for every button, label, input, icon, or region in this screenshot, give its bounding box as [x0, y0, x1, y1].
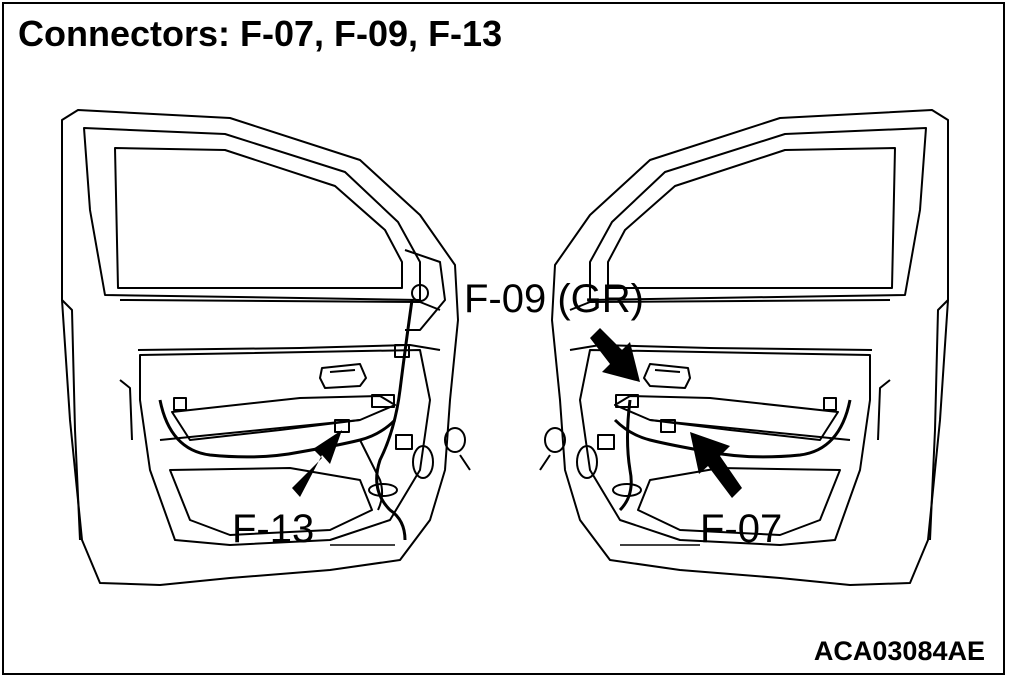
callout-f07: F-07	[700, 507, 782, 551]
callout-f13: F-13	[232, 507, 314, 551]
left-door-trim-icon	[61, 109, 471, 586]
diagram-title: Connectors: F-07, F-09, F-13	[18, 13, 503, 54]
callout-f09: F-09 (GR)	[464, 277, 644, 321]
figure-id: ACA03084AE	[813, 636, 985, 666]
pointer-arrow-icon	[292, 328, 742, 498]
